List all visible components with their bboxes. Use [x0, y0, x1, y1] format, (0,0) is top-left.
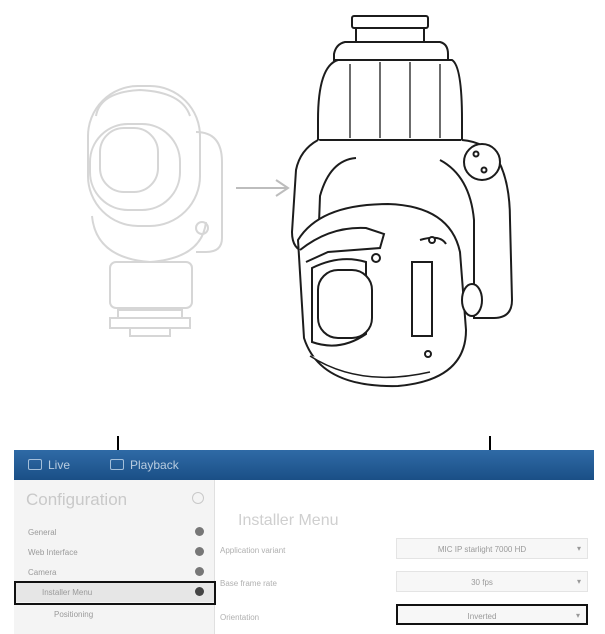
row-label-base-frame-rate: Base frame rate: [220, 579, 277, 588]
inverted-camera: [290, 15, 514, 388]
transition-arrow: [236, 179, 290, 197]
sidebar-item-general[interactable]: General: [14, 522, 214, 542]
nav-playback[interactable]: Playback: [110, 458, 179, 472]
sidebar-item-camera[interactable]: Camera: [14, 562, 214, 582]
sidebar-item-label: Camera: [28, 568, 57, 577]
installer-menu-highlight: [14, 581, 216, 605]
web-ui-screenshot: Live Playback Configuration General Web …: [14, 450, 594, 634]
sidebar-item-installer-menu[interactable]: Installer Menu: [14, 582, 214, 602]
sidebar-item-positioning[interactable]: Positioning: [14, 604, 214, 624]
sidebar-item-label: Web Interface: [28, 548, 78, 557]
sidebar-item-label: Installer Menu: [42, 588, 93, 597]
upright-camera-ghost: [87, 85, 223, 337]
nav-playback-label: Playback: [130, 458, 179, 472]
sidebar-title: Configuration: [26, 490, 128, 509]
camera-icon: [195, 567, 204, 576]
gear-icon: [195, 527, 204, 536]
base-frame-rate-select[interactable]: 30 fps ▾: [396, 571, 588, 592]
row-label-orientation: Orientation: [220, 613, 260, 622]
sidebar-item-web-interface[interactable]: Web Interface: [14, 542, 214, 562]
dot-icon: [195, 587, 204, 596]
select-value: 30 fps: [471, 578, 493, 587]
config-sidebar: Configuration General Web Interface Came…: [14, 480, 215, 634]
select-value: MIC IP starlight 7000 HD: [437, 545, 527, 554]
globe-icon: [195, 547, 204, 556]
orientation-select[interactable]: Inverted ▾: [396, 604, 588, 625]
collapse-icon[interactable]: [192, 492, 204, 504]
nav-live[interactable]: Live: [28, 458, 70, 472]
sidebar-item-label: Positioning: [54, 610, 94, 619]
select-value: Inverted: [467, 612, 497, 621]
nav-live-label: Live: [48, 458, 71, 472]
chevron-down-icon: ▾: [576, 544, 581, 553]
page-title: Installer Menu: [238, 512, 339, 529]
row-label-application-variant: Application variant: [220, 546, 286, 555]
playback-icon: [110, 459, 124, 470]
top-nav-bar: Live Playback: [14, 450, 594, 480]
sidebar-item-label: General: [28, 528, 57, 537]
application-variant-select[interactable]: MIC IP starlight 7000 HD ▾: [396, 538, 588, 559]
chevron-down-icon: ▾: [575, 611, 580, 620]
chevron-down-icon: ▾: [576, 577, 581, 586]
live-icon: [28, 459, 42, 470]
